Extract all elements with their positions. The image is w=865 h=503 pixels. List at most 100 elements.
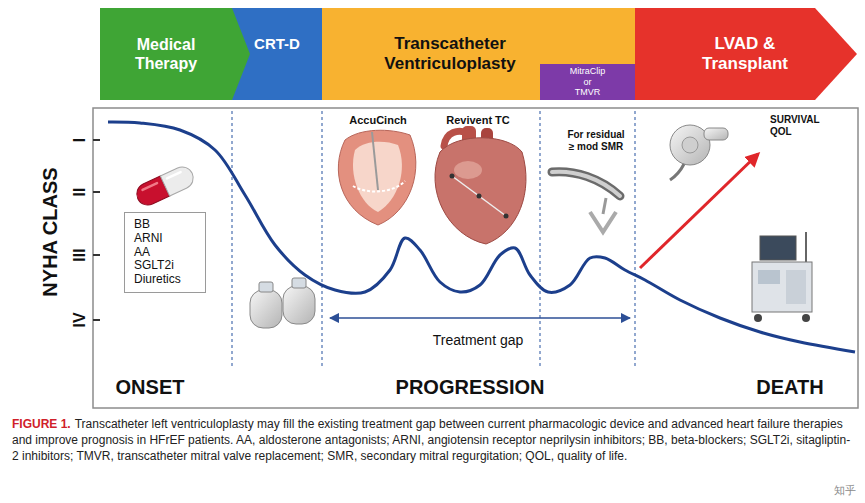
- chart-panel: [93, 108, 858, 408]
- therapy-stage-banner: LVAD & Transplant: [635, 8, 857, 100]
- label-holder: DEATH: [756, 375, 823, 399]
- outcome-label: SURVIVAL QOL: [770, 114, 826, 138]
- revivent-heart: [435, 126, 526, 244]
- label-holder: AccuCinch: [349, 114, 406, 127]
- mitraclip-device: [603, 198, 606, 214]
- axis-tick-label: III: [70, 248, 89, 261]
- label-holder: 知乎: [834, 484, 856, 497]
- stage-title: CRT-D: [237, 35, 317, 53]
- accucinch-heart: [353, 181, 405, 191]
- stage-title: Transcatheter Ventriculoplasty: [350, 34, 550, 75]
- device-label: AccuCinch: [349, 114, 406, 127]
- phase-divider: [231, 111, 232, 366]
- support-console: [752, 232, 812, 322]
- revivent-heart: [477, 194, 482, 199]
- banner-shape: [100, 8, 250, 100]
- pacemaker-icon: [250, 290, 282, 328]
- text-holder: Medical Therapy: [121, 8, 211, 100]
- lvad-device: [670, 125, 728, 180]
- stage-title: Medical Therapy: [121, 35, 211, 73]
- phase-divider: [321, 111, 322, 366]
- pill-icon: [167, 172, 181, 178]
- banner-shape: [100, 8, 250, 100]
- lvad-device: [704, 128, 728, 140]
- label-holder: ONSET: [116, 375, 185, 399]
- accucinch-heart: [372, 132, 378, 190]
- axis-tick-label: IV: [70, 312, 89, 327]
- drug-list: BB ARNI AA SGLT2i Diuretics: [134, 218, 196, 287]
- support-console: [760, 236, 796, 260]
- axis-tick-label: II: [70, 188, 89, 197]
- phase-divider: [634, 111, 635, 366]
- axis-tick-label: I: [70, 138, 89, 142]
- mitraclip-device: [552, 172, 620, 196]
- support-console: [752, 262, 812, 312]
- pacemaker-icon: [250, 282, 282, 328]
- revivent-heart: [435, 138, 526, 244]
- text-holder: BB ARNI AA SGLT2i Diuretics: [134, 218, 196, 287]
- phase-label: DEATH: [756, 375, 823, 399]
- axis-tick: [93, 191, 100, 193]
- watermark: 知乎: [834, 484, 856, 497]
- gap-label: Treatment gap: [430, 332, 527, 349]
- drug-list-box: BB ARNI AA SGLT2i Diuretics: [124, 212, 206, 293]
- label-holder: IV: [70, 312, 89, 327]
- pill-icon: [143, 183, 158, 190]
- revivent-heart: [450, 174, 455, 179]
- pill-icon: [133, 163, 197, 208]
- progression-curve: [108, 122, 855, 352]
- label-holder: Treatment gap: [430, 332, 527, 349]
- treatment-gap-arrow: [330, 317, 630, 319]
- revivent-heart: [504, 214, 509, 219]
- text-holder: CRT-D: [237, 18, 317, 70]
- phase-divider: [539, 111, 540, 366]
- axis-tick: [93, 140, 100, 320]
- improvement-arrow: [640, 154, 758, 268]
- accucinch-heart: [338, 130, 416, 225]
- label-holder: I: [70, 138, 89, 142]
- axis-tick: [93, 254, 100, 256]
- caption-block: FIGURE 1.Transcatheter left ventriculopl…: [12, 416, 854, 464]
- support-console: [786, 270, 806, 304]
- axis-title: NYHA CLASS: [38, 167, 62, 296]
- nyha-curve: [108, 122, 855, 352]
- mitraclip-device: [552, 172, 620, 196]
- label-holder: II: [70, 188, 89, 197]
- label-holder: PROGRESSION: [396, 375, 545, 399]
- support-console: [754, 314, 762, 322]
- mitraclip-device: [552, 172, 620, 232]
- text-holder: LVAD & Transplant: [675, 8, 815, 100]
- sub-stage-box: MitraClip or TMVR: [540, 64, 635, 100]
- label-holder: Revivent TC: [446, 114, 510, 127]
- figure-caption: Transcatheter left ventriculoplasty may …: [12, 417, 850, 463]
- phase-label: ONSET: [116, 375, 185, 399]
- axis-tick: [93, 319, 100, 321]
- revivent-heart: [452, 176, 506, 216]
- pacemaker-icon: [292, 278, 306, 288]
- therapy-stage-banner: Transcatheter VentriculoplastyMitraClip …: [322, 8, 635, 100]
- stage-title: MitraClip or TMVR: [540, 66, 635, 97]
- pill-icon: [160, 163, 196, 196]
- support-console: [758, 270, 780, 284]
- mitraclip-device: [590, 212, 616, 232]
- phase-divider: [232, 111, 635, 366]
- label-holder: For residual ≥ mod SMR: [564, 129, 628, 153]
- therapy-stage-banner: Medical Therapy: [100, 8, 250, 100]
- label-holder: III: [70, 248, 89, 261]
- stage-title: LVAD & Transplant: [675, 34, 815, 75]
- pacemaker-icon: [283, 278, 315, 324]
- banner-shape: [635, 8, 857, 100]
- figure-number: FIGURE 1.: [12, 417, 71, 431]
- label-holder: SURVIVAL QOL: [770, 114, 826, 138]
- support-console: [805, 232, 807, 262]
- device-note: For residual ≥ mod SMR: [564, 129, 628, 153]
- label-holder: NYHA CLASS: [38, 167, 62, 296]
- axis-tick: [93, 139, 100, 141]
- phase-label: PROGRESSION: [396, 375, 545, 399]
- pacemaker-icon: [259, 282, 273, 292]
- lvad-device: [682, 137, 698, 153]
- text-holder: Transcatheter Ventriculoplasty: [350, 8, 550, 100]
- revivent-heart: [454, 161, 482, 179]
- device-label: Revivent TC: [446, 114, 510, 127]
